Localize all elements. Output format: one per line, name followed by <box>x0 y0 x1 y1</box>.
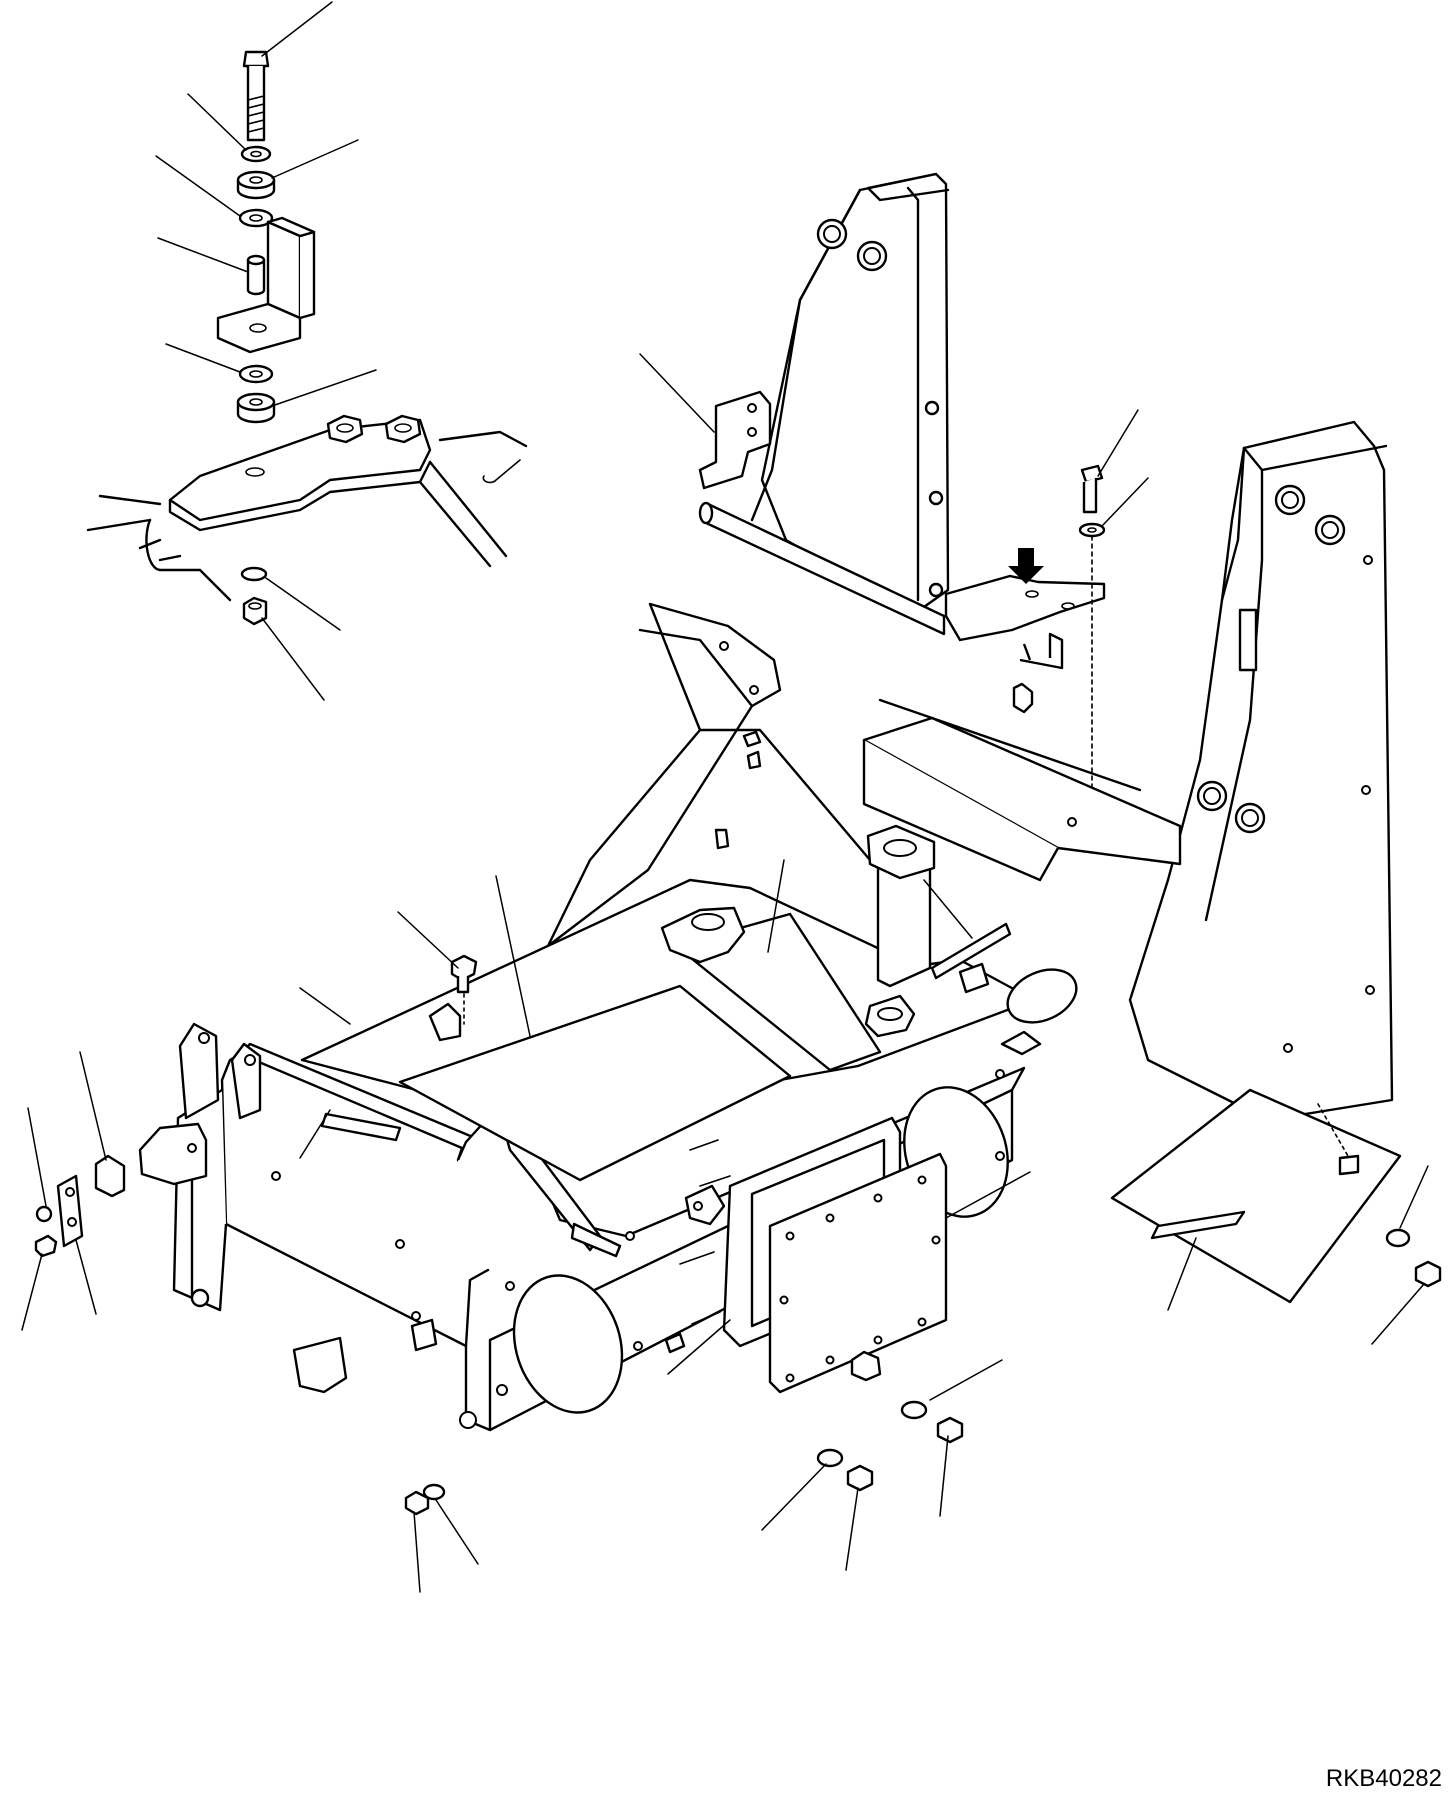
inspection-cover <box>768 1152 948 1394</box>
caution-plate <box>398 984 792 1182</box>
engine-bracket <box>86 414 528 602</box>
left-side-wall <box>546 602 872 948</box>
plate-washer <box>238 208 274 228</box>
deck-plates <box>398 750 1042 1226</box>
bottom-nut <box>242 596 268 626</box>
cover-bolt <box>936 1416 964 1444</box>
frame-washer <box>422 1483 446 1501</box>
hinge-bracket <box>639 353 772 490</box>
mount-bolt <box>242 50 270 142</box>
cover-washer-2 <box>816 1448 844 1468</box>
upper-cushion <box>236 170 276 200</box>
arrow-down-icon <box>1008 548 1044 584</box>
deck-bolt <box>397 911 478 1025</box>
frame-nut <box>404 1490 430 1516</box>
mount-washer <box>240 145 272 163</box>
mount-bracket <box>216 216 316 354</box>
inspection-cover-parts <box>404 1116 1031 1593</box>
lower-cushion <box>236 392 276 424</box>
under-cover <box>1110 1088 1442 1345</box>
bottom-washer <box>240 566 268 582</box>
shim-plate <box>94 1154 126 1198</box>
cover-plate-washer <box>1385 1228 1411 1248</box>
washer-small <box>35 1205 53 1223</box>
lower-washer <box>238 364 274 384</box>
bolt-small <box>34 1234 58 1258</box>
left-upright <box>750 172 950 616</box>
mount-seat <box>944 548 1106 642</box>
front-bracket-parts <box>21 1051 126 1331</box>
spacer-plate <box>56 1174 84 1248</box>
seat-bolt <box>1078 409 1149 843</box>
cover-plate-bolt <box>1414 1260 1442 1288</box>
cover-washer <box>900 1400 928 1420</box>
engine-mount-detail <box>86 1 528 701</box>
center-bulkhead <box>862 632 1182 882</box>
cover-nut <box>846 1464 874 1492</box>
collar <box>246 254 266 296</box>
cross-bar <box>698 501 946 636</box>
drawing-reference-code: RKB40282 <box>1325 1765 1442 1792</box>
under-cover-plate <box>1110 1088 1402 1304</box>
right-upright <box>1128 420 1394 1122</box>
